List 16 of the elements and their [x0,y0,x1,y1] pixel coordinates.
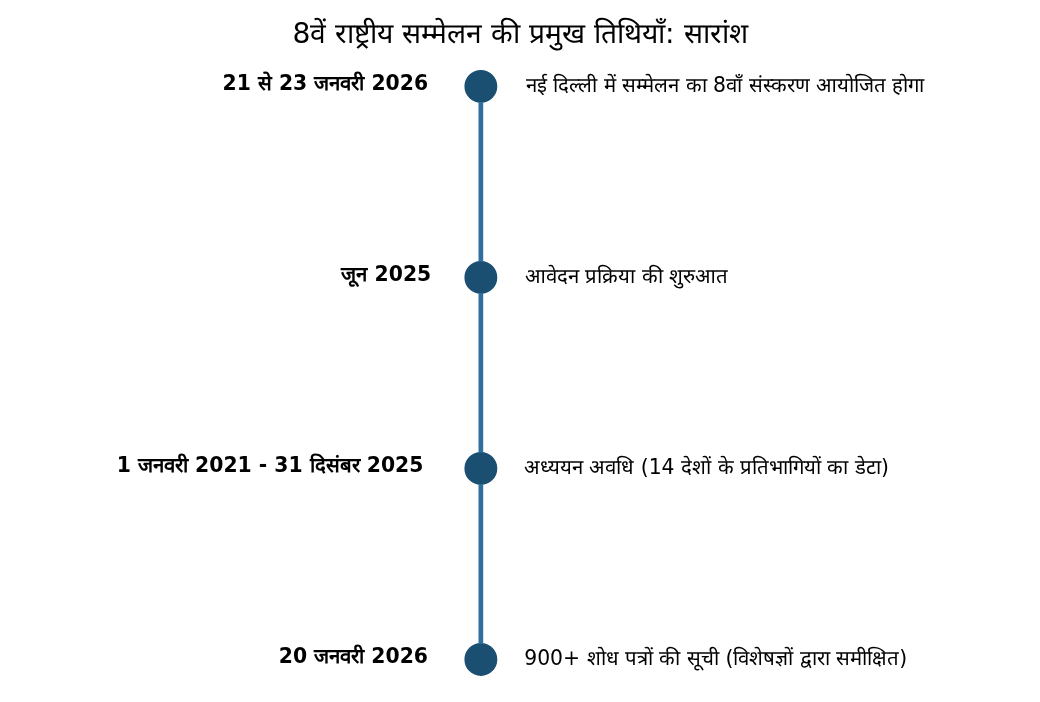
node-label: नई दिल्ली में सम्मेलन का 8वाँ संस्करण आयोजित होगा [525,72,925,97]
diagram-title: 8वें राष्ट्रीय सम्मेलन की प्रमुख तिथियाँ: सारांश [292,17,748,51]
node-label: जून 2025 [341,262,432,287]
node-label: 21 से 23 जनवरी 2026 [222,71,429,96]
connector [478,484,484,644]
node-label: आवेदन प्रक्रिया की शुरुआत [524,263,729,288]
connector [478,102,484,262]
node-label: 20 जनवरी 2026 [278,644,428,669]
node-circle [464,452,498,485]
node-label: 900+ शोध पत्रों की सूची (विशेषज्ञों द्वारा समीक्षित) [524,645,908,670]
node-circle [464,260,498,294]
node-label: 1 जनवरी 2021 - 31 दिसंबर 2025 [116,453,424,478]
node-circle [464,69,498,103]
node-circle [464,643,498,676]
connector [478,293,484,453]
node-label: अध्ययन अवधि (14 देशों के प्रतिभागियों का डेटा) [523,454,889,479]
